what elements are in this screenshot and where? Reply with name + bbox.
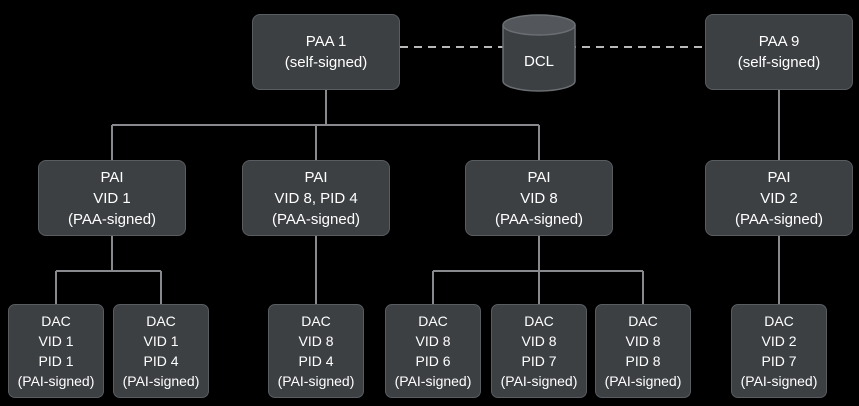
node-dac-vid8-pid7: DAC VID 8 PID 7 (PAI-signed) [491, 304, 587, 398]
node-text-line: PAA 1 [305, 33, 347, 50]
node-text-line: (PAI-signed) [277, 373, 355, 389]
node-text-line: (PAI-signed) [122, 373, 200, 389]
node-pai-vid2: PAI VID 2 (PAA-signed) [705, 160, 853, 236]
node-text-line: (self-signed) [284, 54, 368, 71]
node-text-line: (PAA-signed) [67, 210, 157, 228]
node-text-line: PID 4 [143, 353, 179, 369]
node-text-line: PAI [100, 168, 124, 186]
node-text-line: DAC [628, 313, 658, 329]
node-text-line: DAC [301, 313, 331, 329]
node-dcl: DCL [501, 13, 577, 93]
node-text-line: PID 1 [38, 353, 74, 369]
node-dac-vid8-pid6: DAC VID 8 PID 6 (PAI-signed) [385, 304, 481, 398]
node-text-line: VID 2 [761, 333, 797, 349]
node-text-line: (PAA-signed) [494, 210, 584, 228]
node-text-line: (PAI-signed) [604, 373, 682, 389]
node-text-line: VID 1 [38, 333, 74, 349]
node-text-line: VID 8 [415, 333, 451, 349]
node-text-line: VID 8 [521, 333, 557, 349]
node-text-line: (PAI-signed) [394, 373, 472, 389]
node-text-line: PAI [767, 168, 791, 186]
node-pai-vid8-pid4: PAI VID 8, PID 4 (PAA-signed) [242, 160, 390, 236]
node-dac-vid8-pid4: DAC VID 8 PID 4 (PAI-signed) [268, 304, 364, 398]
node-text-line: VID 8 [298, 333, 334, 349]
node-text-line: PID 7 [521, 353, 557, 369]
node-text-line: DCL [523, 53, 554, 70]
node-text-line: VID 2 [760, 189, 798, 207]
node-dac-vid2-pid7: DAC VID 2 PID 7 (PAI-signed) [731, 304, 827, 398]
node-pai-vid8: PAI VID 8 (PAA-signed) [465, 160, 613, 236]
node-pai-vid1: PAI VID 1 (PAA-signed) [38, 160, 186, 236]
node-text-line: VID 1 [93, 189, 131, 207]
node-text-line: (self-signed) [737, 54, 821, 71]
node-dac-vid1-pid4: DAC VID 1 PID 4 (PAI-signed) [113, 304, 209, 398]
node-paa-9: PAA 9 (self-signed) [705, 14, 853, 90]
node-text-line: PID 6 [415, 353, 451, 369]
node-text-line: VID 8 [625, 333, 661, 349]
database-cylinder-icon [502, 14, 576, 92]
node-text-line: PID 7 [761, 353, 797, 369]
node-text-line: PID 4 [298, 353, 334, 369]
node-text-line: DAC [524, 313, 554, 329]
node-text-line: DAC [146, 313, 176, 329]
node-text-line: PAA 9 [758, 33, 800, 50]
node-text-line: (PAI-signed) [740, 373, 818, 389]
node-text-line: (PAA-signed) [734, 210, 824, 228]
node-text-line: (PAI-signed) [500, 373, 578, 389]
hierarchy-connectors [55, 90, 780, 305]
node-paa-1: PAA 1 (self-signed) [252, 14, 400, 90]
node-text-line: (PAI-signed) [17, 373, 95, 389]
node-text-line: (PAA-signed) [271, 210, 361, 228]
node-dac-vid1-pid1: DAC VID 1 PID 1 (PAI-signed) [8, 304, 104, 398]
node-text-line: VID 1 [143, 333, 179, 349]
node-text-line: VID 8, PID 4 [274, 189, 358, 207]
node-text-line: PAI [304, 168, 328, 186]
node-text-line: PAI [527, 168, 551, 186]
node-text-line: DAC [418, 313, 448, 329]
node-text-line: VID 8 [520, 189, 558, 207]
node-text-line: DAC [41, 313, 71, 329]
node-dac-vid8-pid8: DAC VID 8 PID 8 (PAI-signed) [595, 304, 691, 398]
node-text-line: PID 8 [625, 353, 661, 369]
node-text-line: DAC [764, 313, 794, 329]
